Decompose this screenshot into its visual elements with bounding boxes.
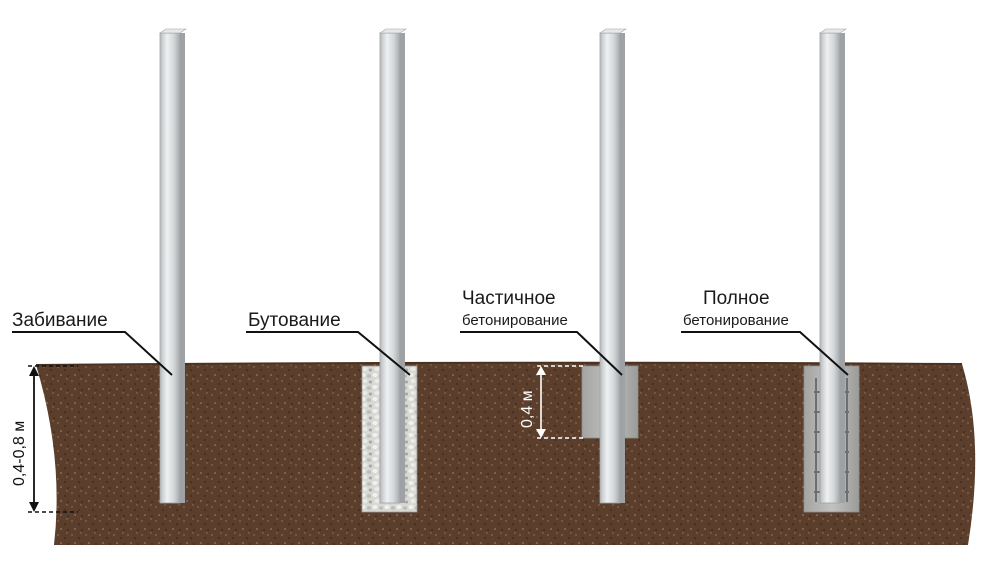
label-rubble: Бутование (246, 310, 411, 376)
post-driving-side (180, 33, 185, 503)
depth-range-label: 0,4-0,8 м (11, 421, 28, 486)
soil-layer (36, 362, 976, 545)
post-full-concrete (803, 28, 860, 513)
label-rubble-title: Бутование (248, 310, 341, 331)
label-partial-title: Частичное (462, 288, 556, 309)
post-partial-shaft (599, 32, 621, 504)
dimension-partial-depth: 0,4 м (519, 365, 584, 439)
leader-driving (12, 331, 173, 376)
label-partial-subtitle: бетонирование (462, 312, 568, 329)
label-partial: Частичное бетонирование (460, 288, 623, 376)
label-driving-title: Забивание (12, 310, 108, 331)
label-driving: Забивание (12, 310, 173, 376)
post-rubble-side (400, 33, 405, 503)
post-full-shaft (819, 32, 841, 504)
label-full-subtitle: бетонирование (683, 312, 789, 329)
post-full-cap (819, 28, 847, 34)
leader-partial (460, 331, 623, 376)
dimension-depth-range: 0,4-0,8 м (11, 365, 78, 513)
post-rubble (361, 28, 418, 513)
post-full-side (840, 33, 845, 503)
leader-full (681, 331, 849, 376)
post-rubble-cap (379, 28, 407, 34)
post-partial-concrete (581, 28, 639, 504)
post-partial-side (620, 33, 625, 503)
post-driving-cap (159, 28, 187, 34)
post-partial-cap (599, 28, 627, 34)
post-driving-shaft (159, 32, 181, 504)
partial-depth-label: 0,4 м (519, 390, 536, 428)
leader-rubble (246, 331, 411, 376)
post-rubble-shaft (379, 32, 401, 504)
post-driving (159, 28, 187, 504)
label-full: Полное бетонирование (681, 288, 849, 376)
label-full-title: Полное (703, 288, 770, 309)
